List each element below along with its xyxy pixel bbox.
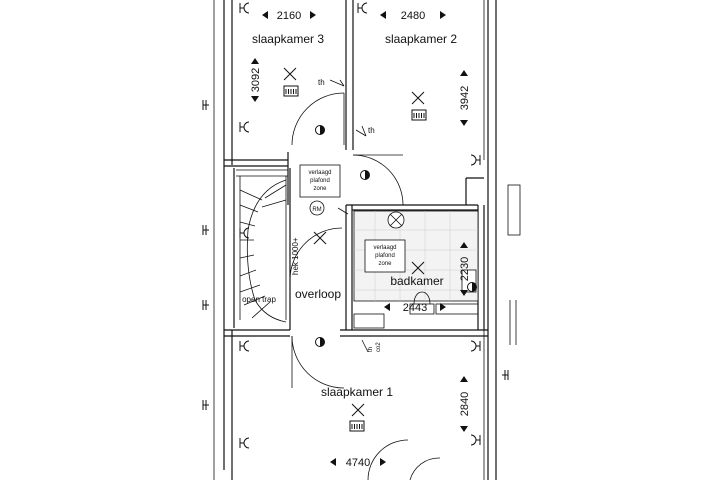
room-label-bedroom-2: slaapkamer 2 [385, 32, 457, 46]
switch-icon [360, 170, 370, 180]
ceiling-note-line: verlaagd [308, 170, 331, 176]
smoke-detector-icon: RM [309, 200, 325, 216]
thermostat-label: th [368, 126, 375, 135]
smoke-detector-label: RM [312, 207, 321, 213]
dimension-bedroom-1-width: 4740 [346, 457, 370, 469]
facade-marks [202, 100, 509, 410]
dimension-bedroom-3-depth: 3092 [250, 68, 262, 92]
ceiling-note-line: plafond [310, 178, 330, 184]
dimension-bedroom-1-depth: 2840 [459, 392, 471, 416]
ceiling-light-icon [351, 403, 365, 417]
ceiling-zone-box-1: verlaagd plafond zone [299, 164, 341, 198]
room-label-bedroom-3: slaapkamer 3 [252, 32, 324, 46]
ceiling-light-icon [411, 91, 425, 105]
ceiling-note-line: zone [313, 186, 327, 192]
walls [213, 0, 521, 480]
power-outlet-icon [470, 434, 481, 446]
dimension-bedroom-2-depth: 3942 [459, 86, 471, 110]
dimension-bedroom-3-width: 2160 [277, 10, 301, 22]
power-outlet-icon [239, 2, 250, 14]
co2-sensor-label: co2 [376, 342, 382, 352]
room-label-bedroom-1: slaapkamer 1 [321, 385, 393, 399]
power-outlet-icon [239, 437, 250, 449]
power-outlet-icon [239, 340, 250, 352]
radiator-icon [349, 420, 365, 432]
staircase [236, 169, 288, 323]
power-outlet-icon [239, 121, 250, 133]
ceiling-note-line: zone [378, 261, 392, 267]
room-label-bathroom: badkamer [390, 274, 443, 288]
radiator-icon [283, 85, 299, 97]
dimension-markers [251, 11, 468, 466]
ceiling-note-line: plafond [375, 253, 395, 259]
thermostat-symbols [329, 79, 369, 353]
ceiling-note-line: verlaagd [373, 245, 396, 251]
ceiling-zone-box-2: verlaagd plafond zone [364, 239, 406, 273]
dimension-bathroom-width: 2443 [403, 302, 427, 314]
power-outlet-icon [470, 340, 481, 352]
switch-icon [467, 282, 477, 292]
radiator-icon [411, 109, 427, 121]
room-label-open-stair: open trap [242, 295, 276, 304]
switch-icon [315, 125, 325, 135]
ceiling-light-icon [313, 231, 327, 245]
dimension-bedroom-2-width: 2480 [401, 10, 425, 22]
doors [289, 92, 441, 480]
thermostat-label: th [318, 78, 325, 87]
power-outlet-icon [357, 2, 368, 14]
thermostat-label: th [368, 347, 374, 352]
power-outlet-icon [470, 154, 481, 166]
switch-icon [315, 337, 325, 347]
room-label-landing: overloop [295, 287, 341, 301]
dimension-bathroom-depth: 2230 [459, 257, 471, 281]
stair-railing-note: hek 1000+ [291, 237, 300, 275]
ceiling-light-icon [283, 67, 297, 81]
